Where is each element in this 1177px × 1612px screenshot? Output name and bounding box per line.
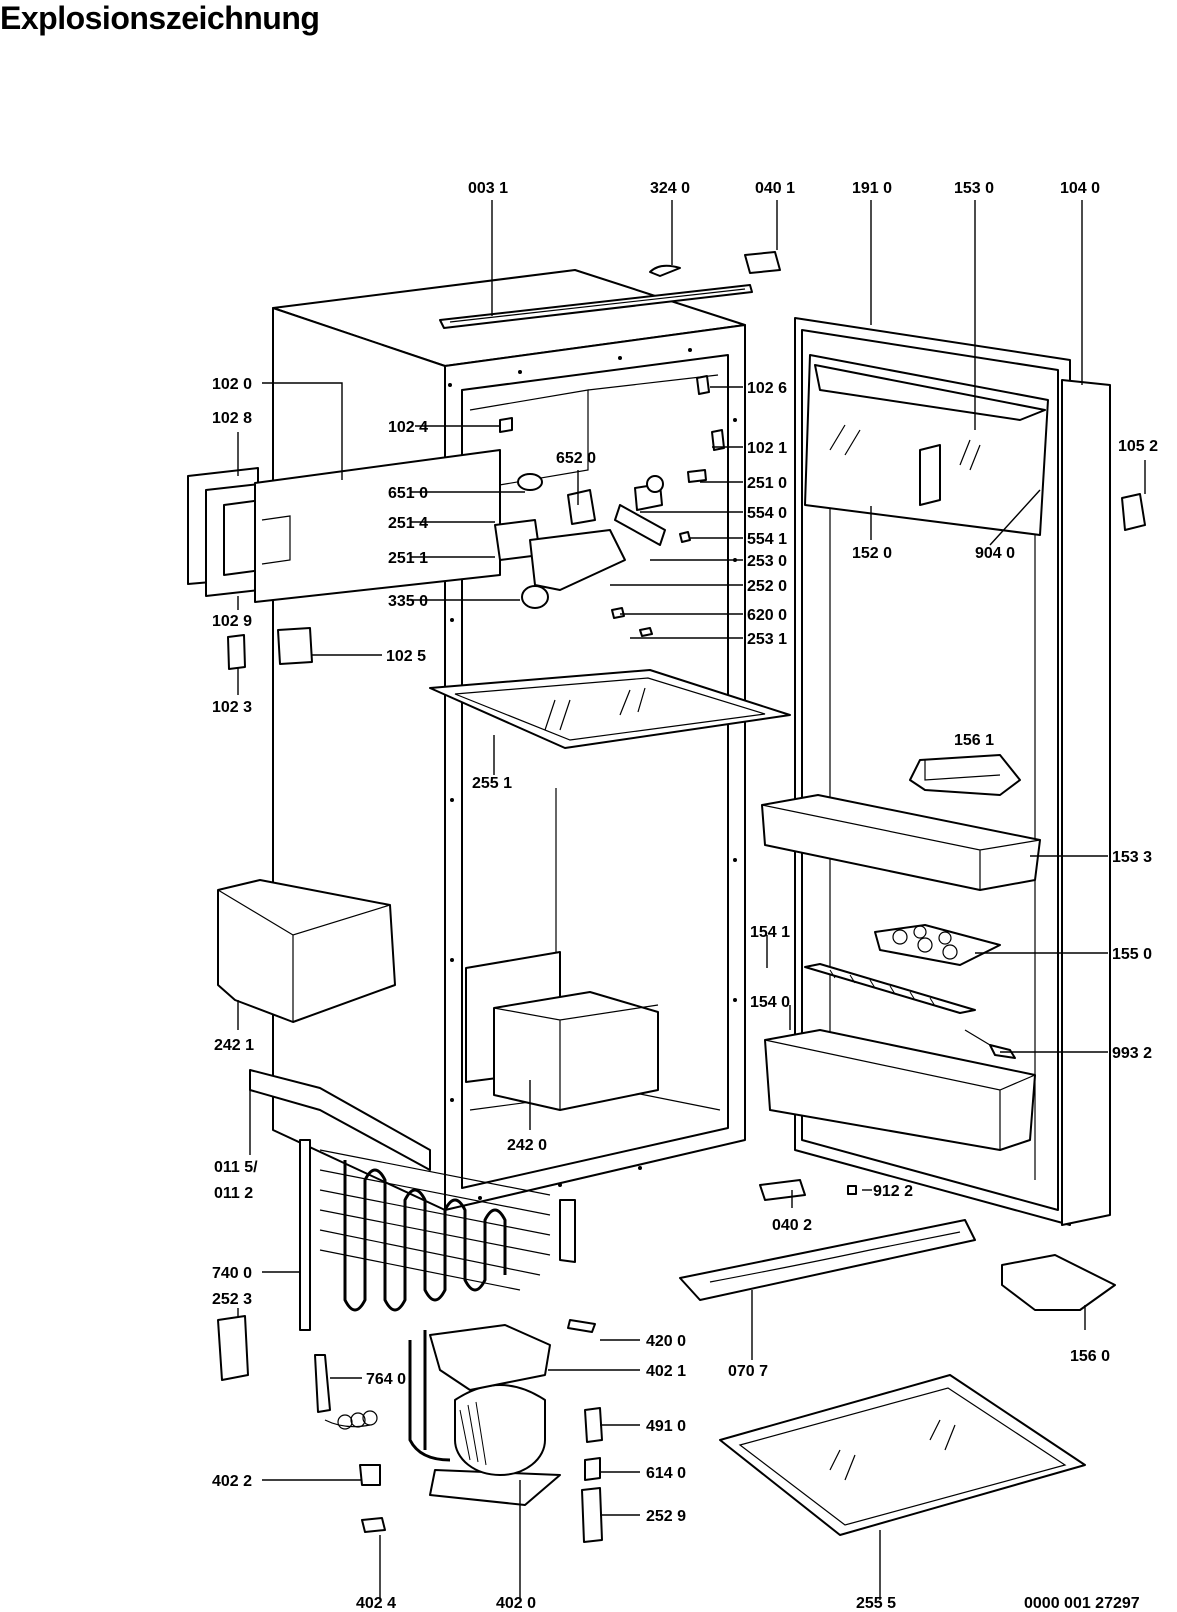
label-4024: 402 4	[356, 1595, 396, 1612]
label-1025: 102 5	[386, 648, 426, 665]
label-1026: 102 6	[747, 380, 787, 397]
part-4022	[359, 1464, 381, 1486]
compressor	[429, 1384, 561, 1506]
label-1533: 153 3	[1112, 849, 1152, 866]
label-1540: 154 0	[750, 994, 790, 1011]
door-bin-left	[217, 879, 396, 1023]
label-4200: 420 0	[646, 1333, 686, 1350]
label-0707: 070 7	[728, 1363, 768, 1380]
hinge-1052	[1121, 493, 1146, 531]
bracket-0402	[759, 1179, 806, 1201]
label-2530: 253 0	[747, 553, 787, 570]
label-1550: 155 0	[1112, 946, 1152, 963]
label-0115: 011 5/	[214, 1159, 258, 1176]
label-4022: 402 2	[212, 1473, 252, 1490]
part-labels: 003 1 324 0 040 1 191 0 153 0 104 0 102 …	[212, 180, 1158, 1612]
label-9932: 993 2	[1112, 1045, 1152, 1062]
label-1024: 102 4	[388, 419, 428, 436]
label-1040: 104 0	[1060, 180, 1100, 197]
crisper-drawers	[465, 951, 659, 1111]
label-1910: 191 0	[852, 180, 892, 197]
ice-tray	[1001, 1254, 1116, 1311]
label-4021: 402 1	[646, 1363, 686, 1380]
label-9040: 904 0	[975, 545, 1015, 562]
label-1561: 156 1	[954, 732, 994, 749]
glass-shelf-upper	[429, 669, 791, 749]
label-4910: 491 0	[646, 1418, 686, 1435]
page-title: Explosionszeichnung	[0, 0, 320, 36]
label-2511: 251 1	[388, 550, 428, 567]
part-6140	[584, 1457, 601, 1481]
label-6520: 652 0	[556, 450, 596, 467]
part-9122	[847, 1185, 857, 1195]
label-5540: 554 0	[747, 505, 787, 522]
label-9122: 912 2	[873, 1183, 913, 1200]
glass-shelf-lower	[719, 1374, 1086, 1536]
label-2529: 252 9	[646, 1508, 686, 1525]
label-0402: 040 2	[772, 1217, 812, 1234]
part-4910	[584, 1407, 603, 1443]
label-6200: 620 0	[747, 607, 787, 624]
label-1021: 102 1	[747, 440, 787, 457]
label-7400: 740 0	[212, 1265, 252, 1282]
label-4020: 402 0	[496, 1595, 536, 1612]
capillary-dryer	[314, 1354, 378, 1430]
bracket-0401	[744, 251, 781, 274]
label-1023: 102 3	[212, 699, 252, 716]
part-1025	[277, 627, 313, 665]
bottom-grille	[679, 1219, 976, 1301]
part-2523	[217, 1315, 249, 1381]
label-5541: 554 1	[747, 531, 787, 548]
doc-number: 0000 001 27297	[1024, 1595, 1140, 1612]
label-6510: 651 0	[388, 485, 428, 502]
label-1541: 154 1	[750, 924, 790, 941]
label-1028: 102 8	[212, 410, 252, 427]
label-2555: 255 5	[856, 1595, 896, 1612]
label-2420: 242 0	[507, 1137, 547, 1154]
part-4024	[361, 1517, 386, 1533]
label-2551: 255 1	[472, 775, 512, 792]
label-1052: 105 2	[1118, 438, 1158, 455]
refrigerant-piping	[408, 1330, 451, 1462]
part-1023	[227, 634, 246, 670]
door	[761, 317, 1111, 1226]
label-1530: 153 0	[954, 180, 994, 197]
label-7640: 764 0	[366, 1371, 406, 1388]
part-3240	[649, 264, 681, 277]
label-3240: 324 0	[650, 180, 690, 197]
hinge-cover-assembly	[187, 449, 501, 603]
label-2531: 253 1	[747, 631, 787, 648]
label-2510: 251 0	[747, 475, 787, 492]
leader-lines	[237, 200, 1146, 1600]
control-components	[494, 375, 725, 637]
label-0031: 003 1	[468, 180, 508, 197]
compressor-mount	[429, 1324, 551, 1391]
label-2514: 251 4	[388, 515, 428, 532]
part-2529	[581, 1487, 603, 1543]
label-6140: 614 0	[646, 1465, 686, 1482]
label-3350: 335 0	[388, 593, 428, 610]
label-0112: 011 2	[214, 1185, 253, 1202]
label-2523: 252 3	[212, 1291, 252, 1308]
condenser	[299, 1139, 576, 1331]
label-1029: 102 9	[212, 613, 252, 630]
label-1520: 152 0	[852, 545, 892, 562]
part-4200	[567, 1319, 596, 1333]
label-0401: 040 1	[755, 180, 795, 197]
label-2421: 242 1	[214, 1037, 254, 1054]
label-1560: 156 0	[1070, 1348, 1110, 1365]
label-1020: 102 0	[212, 376, 252, 393]
label-2520: 252 0	[747, 578, 787, 595]
